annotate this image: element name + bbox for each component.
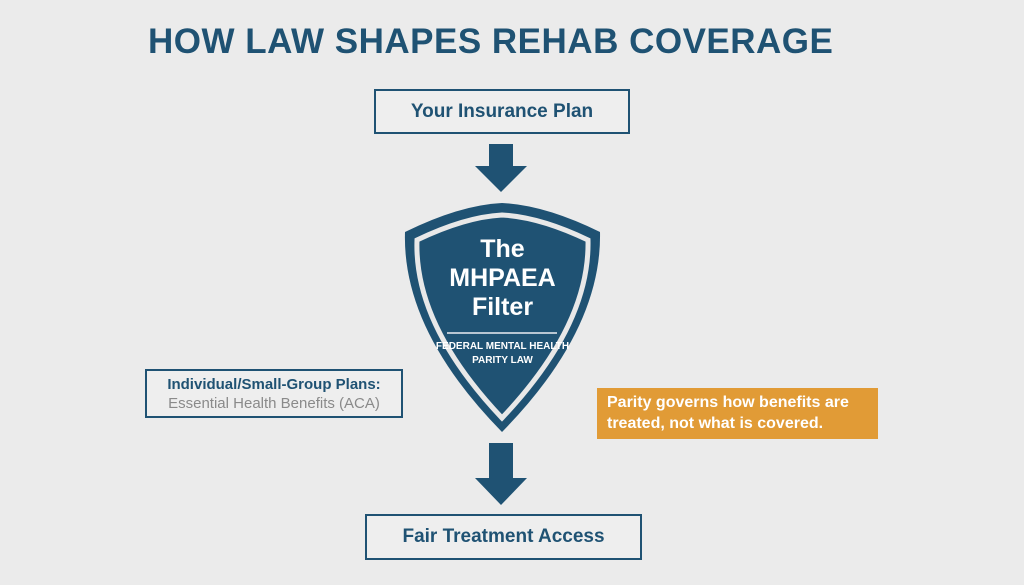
individual-plans-box: Individual/Small-Group Plans: Essential … [145,369,403,418]
arrow-down-icon [475,144,527,192]
parity-note: Parity governs how benefits are treated,… [597,388,878,439]
page-title: HOW LAW SHAPES REHAB COVERAGE [148,22,834,61]
shield-sub-2: PARITY LAW [472,355,533,366]
shield-icon [404,203,601,432]
insurance-plan-box: Your Insurance Plan [374,89,630,134]
fair-treatment-box: Fair Treatment Access [365,514,642,560]
shield-line-3: Filter [471,293,534,321]
shield-line-1: The [480,235,525,263]
shield-label: The MHPAEA Filter FEDERAL MENTAL HEALTH … [405,235,600,368]
shield-sub-1: FEDERAL MENTAL HEALTH [435,341,570,352]
individual-plans-detail: Essential Health Benefits (ACA) [168,394,380,412]
individual-plans-heading: Individual/Small-Group Plans: [167,375,381,393]
arrow-down-icon [475,443,527,505]
shield-line-2: MHPAEA [449,264,556,292]
